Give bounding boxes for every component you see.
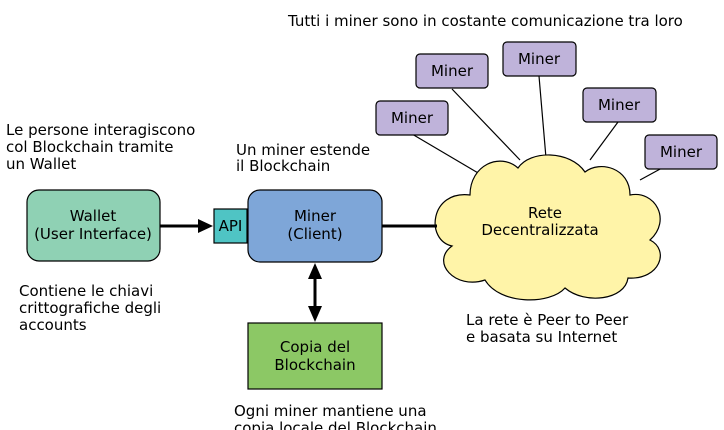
blockchain-copy-box: Copia del Blockchain	[247, 322, 383, 390]
peer-miner: Miner	[375, 100, 449, 136]
peer-miner: Miner	[502, 41, 577, 77]
peer-miner-label: Miner	[431, 62, 474, 80]
peer-link	[639, 167, 663, 181]
peer-link	[589, 121, 619, 161]
miner-extends-note-line2: il Blockchain	[236, 157, 330, 175]
blockchain-copy-label-line2: Blockchain	[274, 356, 355, 374]
people-note-line1: Le persone interagiscono	[6, 121, 195, 139]
api-label: API	[219, 217, 243, 235]
peer-miner: Miner	[644, 134, 718, 170]
wallet-to-api-arrow	[160, 219, 213, 233]
client-miner-sublabel: (Client)	[287, 225, 342, 243]
local-copy-note-line1: Ogni miner mantiene una	[234, 402, 427, 420]
decentralized-network-cloud: Rete Decentralizzata	[434, 154, 661, 301]
peer-link	[451, 88, 521, 161]
people-note-line3: un Wallet	[6, 155, 76, 173]
peer-miner: Miner	[582, 87, 657, 123]
local-copy-note-line2: copia locale del Blockchain	[234, 419, 437, 430]
api-box: API	[213, 208, 248, 244]
network-label-line2: Decentralizzata	[481, 221, 598, 239]
keys-note-line2: crittografiche degli	[19, 299, 161, 317]
peer-miner-label: Miner	[598, 96, 641, 114]
peer-miner-label: Miner	[518, 50, 561, 68]
p2p-note-line2: e basata su Internet	[466, 328, 617, 346]
client-miner-box: Miner (Client)	[247, 189, 383, 263]
people-note-line2: col Blockchain tramite	[6, 138, 173, 156]
peer-miner-label: Miner	[391, 109, 434, 127]
peer-miner-label: Miner	[660, 143, 703, 161]
peer-link	[538, 75, 547, 159]
blockchain-copy-label-line1: Copia del	[280, 338, 350, 356]
wallet-box: Wallet (User Interface)	[26, 189, 161, 262]
p2p-note-line1: La rete è Peer to Peer	[466, 311, 629, 329]
keys-note-line3: accounts	[19, 316, 87, 334]
cloud-shape	[434, 154, 661, 301]
miners-communication-note: Tutti i miner sono in costante comunicaz…	[287, 12, 683, 30]
miner-extends-note-line1: Un miner estende	[236, 141, 370, 159]
network-label-line1: Rete	[528, 204, 562, 222]
client-miner-label: Miner	[294, 207, 337, 225]
wallet-sublabel: (User Interface)	[34, 225, 152, 243]
miner-blockchain-arrow	[308, 263, 322, 322]
peer-miner: Miner	[415, 53, 489, 89]
keys-note-line1: Contiene le chiavi	[19, 282, 153, 300]
wallet-label: Wallet	[70, 207, 117, 225]
